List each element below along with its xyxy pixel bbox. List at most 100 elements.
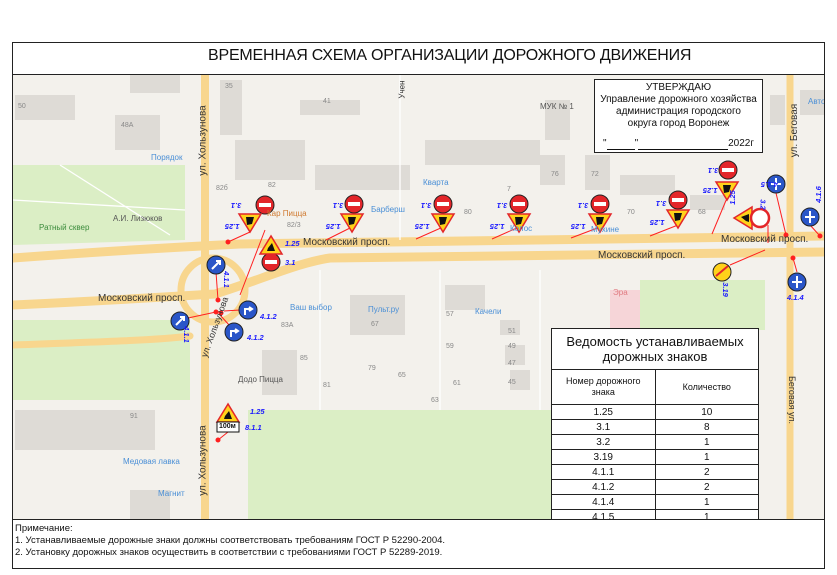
street-moskovsky-right: Московский просп. <box>721 234 809 245</box>
label-1-25: 1.25 <box>250 407 265 416</box>
label-4-1-5: 4.1.5 <box>761 180 778 189</box>
label-4-1-4: 4.1.4 <box>787 293 804 302</box>
road-signs-layer <box>170 160 820 433</box>
building-number: 65 <box>398 372 406 379</box>
poi-barbershop: Барберш <box>371 205 405 214</box>
street-kholzunova-bottom: ул. Хользунова <box>197 425 209 496</box>
building-number: 50 <box>18 103 26 110</box>
approval-date: " " 2022г <box>603 138 754 150</box>
label-1-25: 1.25 <box>490 222 505 231</box>
park-area-south <box>248 410 555 519</box>
building-number: 72 <box>591 171 599 178</box>
label-1-25: 1.25 <box>727 190 737 205</box>
label-3-2: 3.2 <box>758 199 768 210</box>
col-header-qty: Количество <box>654 369 759 405</box>
building-number: 45 <box>508 379 516 386</box>
quote-open: " <box>603 138 607 149</box>
poi-poryadok: Порядок <box>151 153 183 162</box>
building-number: 81 <box>323 382 331 389</box>
poi-kvarta: Кварта <box>423 178 449 187</box>
page-title: ВРЕМЕННАЯ СХЕМА ОРГАНИЗАЦИИ ДОРОЖНОГО ДВ… <box>208 47 692 64</box>
label-1-25: 1.25 <box>225 222 240 231</box>
poi-medovaya: Медовая лавка <box>123 457 180 466</box>
approval-stamp: УТВЕРЖДАЮ Управление дорожного хозяйства… <box>594 79 763 153</box>
street-kholzunova-top: ул. Хользунова <box>197 105 209 176</box>
building-number: 80 <box>464 209 472 216</box>
poi-avto: Авто <box>808 97 824 106</box>
poi-kacheli: Качели <box>475 307 502 316</box>
poi-pult: Пульт.ру <box>368 305 400 314</box>
label-1-25: 1.25 <box>650 218 665 227</box>
poi-kolos: Колос <box>510 224 533 233</box>
sign-8-1-1-plate <box>216 421 240 433</box>
label-4-1-2: 4.1.2 <box>260 312 277 321</box>
building-number: 7 <box>507 186 511 193</box>
street-moskovsky-left: Московский просп. <box>98 293 186 304</box>
label-3-1: 3.1 <box>708 166 719 175</box>
label-3-19: 3.19 <box>720 282 730 297</box>
sign-3-19 <box>712 262 732 282</box>
map: Московский просп. Московский просп. Моск… <box>13 75 824 519</box>
label-3-1: 3.1 <box>497 201 508 210</box>
building-number: 63 <box>431 397 439 404</box>
approval-year: 2022г <box>728 138 754 149</box>
building-number: 67 <box>371 321 379 328</box>
note-item: 2. Установку дорожных знаков осуществить… <box>15 547 443 558</box>
label-4-1-1: 4.1.1 <box>181 326 191 343</box>
building-number: 91 <box>130 413 138 420</box>
label-1-25: 1.25 <box>326 222 341 231</box>
street-uchen: Учен <box>397 80 407 99</box>
poi-lizyukov: А.И. Лизюков <box>113 214 163 223</box>
street-begovaya-bottom: Беговая ул. <box>787 375 798 425</box>
plate-100m: 100м <box>219 423 236 430</box>
paths <box>13 75 541 410</box>
label-4-1-1: 4.1.1 <box>221 271 231 288</box>
title-row: ВРЕМЕННАЯ СХЕМА ОРГАНИЗАЦИИ ДОРОЖНОГО ДВ… <box>12 42 825 75</box>
building-number: 85 <box>300 355 308 362</box>
label-3-1: 3.1 <box>285 258 296 267</box>
month-blank <box>638 140 729 150</box>
poi-vash-vybor: Ваш выбор <box>290 303 332 312</box>
poi-magnit: Магнит <box>158 489 185 498</box>
approval-line: округа город Воронеж <box>627 118 730 129</box>
building-number: 59 <box>446 343 454 350</box>
quote-close: " <box>634 138 639 149</box>
poi-dodo: Додо Пицца <box>238 375 283 384</box>
approval-line: Управление дорожного хозяйства <box>600 94 757 105</box>
poi-muk: МУК № 1 <box>540 102 574 111</box>
label-3-1: 3.1 <box>656 199 667 208</box>
building-number: 47 <box>508 360 516 367</box>
approval-heading: УТВЕРЖДАЮ <box>645 82 712 93</box>
building-number: 79 <box>368 365 376 372</box>
street-moskovsky-upper: Московский просп. <box>303 237 391 248</box>
building-number: 48А <box>121 122 134 129</box>
building-number: 83А <box>281 322 294 329</box>
park-area-east <box>640 280 765 330</box>
building-number: 76 <box>551 171 559 178</box>
notes: Примечание: 1. Устанавливаемые дорожные … <box>13 519 824 568</box>
poi-kar-pizza: Кар Пицца <box>267 209 307 218</box>
building-number: 70 <box>627 209 635 216</box>
notes-heading: Примечание: <box>15 523 73 534</box>
street-begovaya-top: ул. Беговая <box>789 103 801 158</box>
label-8-1-1: 8.1.1 <box>245 423 262 432</box>
label-1-25: 1.25 <box>285 239 300 248</box>
buildings <box>15 75 824 519</box>
label-1-25: 1.25 <box>571 222 586 231</box>
sign-connectors <box>187 192 823 443</box>
building-number: 82/3 <box>287 222 301 229</box>
building-number: 35 <box>225 83 233 90</box>
building-number: 41 <box>323 98 331 105</box>
building-number: 68 <box>698 209 706 216</box>
building-number: 57 <box>446 311 454 318</box>
label-3-1: 3.1 <box>231 201 242 210</box>
label-4-1-2: 4.1.2 <box>247 333 264 342</box>
building-number: 82б <box>216 185 228 192</box>
label-4-1-6: 4.1.6 <box>813 186 823 203</box>
sign-1-25 <box>216 181 753 423</box>
building-number: 51 <box>508 328 516 335</box>
building-number: 49 <box>508 343 516 350</box>
